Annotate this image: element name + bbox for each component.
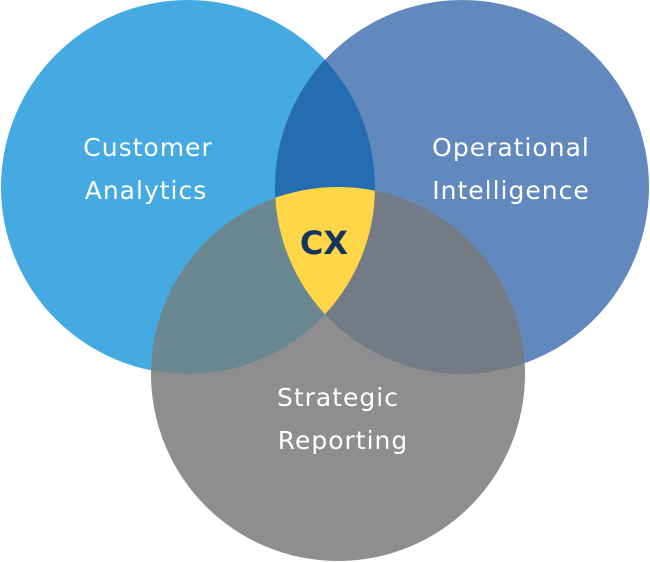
overlap-left-bottom — [151, 187, 375, 374]
label-operational-line1: Operational — [432, 133, 590, 162]
label-customer-line2: Analytics — [85, 176, 208, 205]
label-customer-line1: Customer — [83, 133, 212, 162]
label-strategic-line1: Strategic — [277, 383, 399, 412]
label-strategic-line2: Reporting — [278, 426, 409, 455]
label-center-cx: CX — [300, 224, 348, 262]
overlap-right-bottom — [275, 187, 525, 374]
label-operational-line2: Intelligence — [432, 176, 589, 205]
